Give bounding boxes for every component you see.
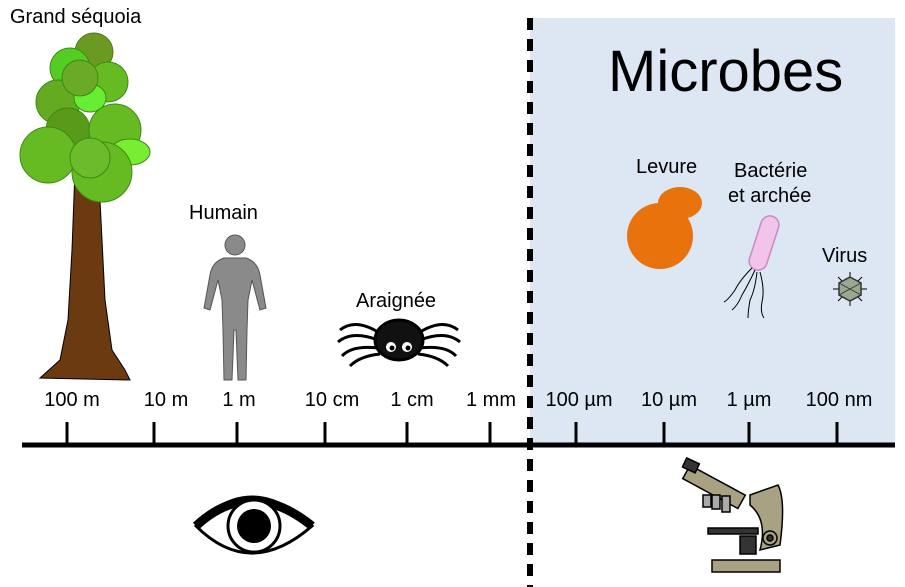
bacteria-label-line2: et archée — [728, 185, 812, 207]
yeast-icon — [627, 187, 702, 269]
scale-tick-label: 10 m — [143, 389, 189, 411]
microscope-icon — [681, 456, 784, 573]
spider-label: Araignée — [356, 290, 437, 312]
virus-label: Virus — [822, 245, 868, 267]
human-icon — [203, 234, 267, 381]
scale-tick-label: 100 m — [44, 389, 100, 411]
microbes-panel — [530, 18, 895, 446]
scale-ticks — [65, 422, 839, 445]
scale-tick-label: 100 µm — [545, 389, 613, 411]
human-label: Humain — [189, 202, 258, 224]
scale-tick-label: 1 cm — [390, 389, 434, 411]
bacteria-icon — [723, 215, 780, 319]
spider-icon — [337, 318, 461, 368]
virus-icon — [833, 272, 867, 306]
scale-tick-label: 10 µm — [641, 389, 697, 411]
eye-icon — [192, 495, 315, 555]
scale-tick-label: 1 µm — [726, 389, 772, 411]
sequoia-icon — [19, 32, 151, 381]
scale-tick-label: 10 cm — [304, 389, 360, 411]
microbes-title: Microbes — [608, 39, 844, 104]
sequoia-label: Grand séquoia — [10, 6, 142, 28]
yeast-label: Levure — [636, 156, 698, 178]
scale-tick-label: 1 mm — [466, 389, 516, 411]
scale-tick-label: 1 m — [222, 389, 256, 411]
scale-tick-label: 100 nm — [805, 389, 873, 411]
bacteria-label-line1: Bactérie — [734, 160, 808, 182]
